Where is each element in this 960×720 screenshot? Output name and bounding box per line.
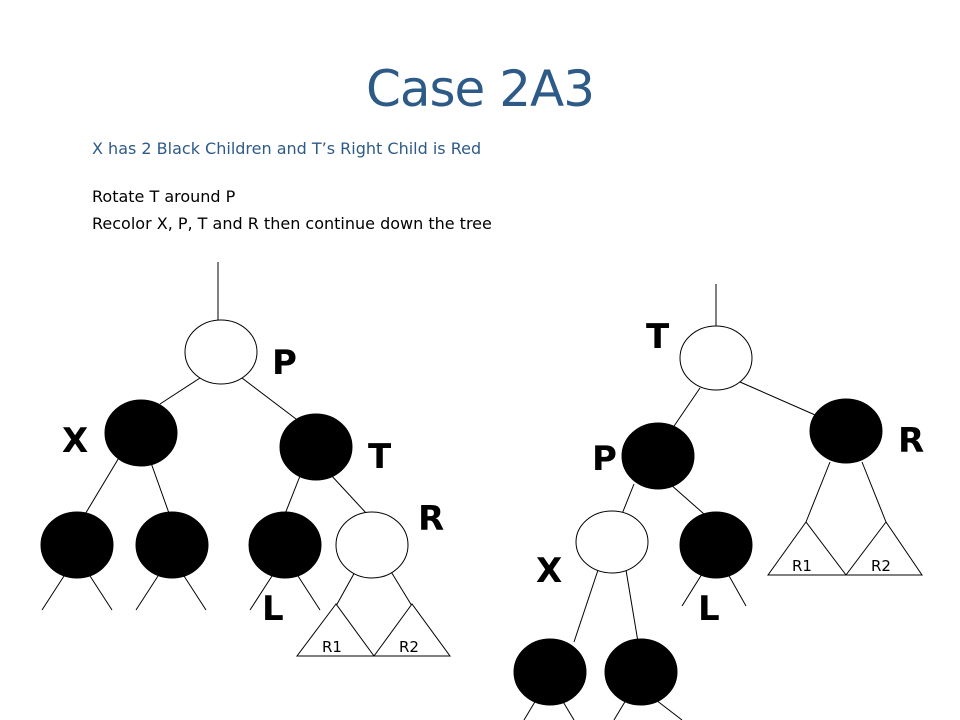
edge-p-x2 [621, 483, 635, 515]
edge-x2-left [573, 569, 599, 643]
edge-p-t [241, 377, 301, 423]
node-x2-right-child [604, 638, 678, 706]
before-tree [40, 262, 451, 657]
edge-bl1-a [523, 699, 537, 720]
label-before-l: L [262, 589, 284, 629]
step-rotate: Rotate T around P [92, 187, 236, 206]
after-tree [513, 284, 923, 720]
edge-p-l2 [669, 483, 705, 515]
label-after-x: X [536, 551, 562, 591]
edge-t-l [284, 475, 301, 515]
slide-subtitle: X has 2 Black Children and T’s Right Chi… [92, 139, 482, 158]
subtree-r1-after [767, 521, 848, 576]
node-l2 [679, 511, 753, 579]
edge-leaf2-b [183, 575, 207, 611]
node-r2 [809, 398, 883, 464]
node-r [335, 511, 409, 579]
node-x2 [575, 510, 649, 574]
node-p [184, 319, 258, 385]
edge-leaf2-a [135, 575, 159, 611]
edge-l-a [249, 575, 273, 611]
edge-r2-r2 [861, 461, 887, 523]
label-after-r1: R1 [792, 557, 812, 575]
node-p2 [621, 422, 695, 490]
subtree-r1 [296, 603, 375, 657]
node-l [248, 511, 322, 579]
node-x2-left-child [513, 638, 587, 706]
edge-l-b [297, 575, 321, 611]
edge-p-x [159, 377, 201, 405]
edge-r2-r1 [805, 461, 831, 523]
label-after-r2: R2 [871, 557, 891, 575]
edge-t-r [329, 473, 368, 515]
edge-x-right [149, 459, 171, 517]
subtree-r2 [373, 603, 451, 657]
edge-leaf1-b [89, 575, 113, 611]
label-after-t: T [646, 317, 670, 357]
node-t2 [679, 325, 753, 391]
edge-r-r1 [335, 569, 357, 607]
edge-x-left [83, 455, 121, 517]
steps-list: Rotate T around P Recolor X, P, T and R … [92, 183, 492, 237]
edge-bl1-b [561, 699, 575, 720]
edge-t-r [739, 381, 823, 419]
edge-t-p [669, 387, 701, 433]
edge-r-r2 [389, 569, 413, 607]
edge-l2-a [681, 573, 703, 607]
edge-bl2-a [613, 699, 627, 720]
edge-x2-right [625, 569, 639, 643]
node-x [104, 399, 178, 467]
label-after-l: L [698, 589, 720, 629]
label-before-r2: R2 [399, 638, 419, 656]
edge-bl2-b [655, 699, 683, 720]
label-before-x: X [62, 421, 88, 461]
label-after-r: R [898, 421, 924, 461]
node-x-right-child [135, 511, 209, 579]
label-before-p: P [272, 343, 297, 383]
node-x-left-child [40, 511, 114, 579]
edge-leaf1-a [41, 575, 65, 611]
node-t [279, 413, 353, 481]
edge-l2-b [727, 573, 747, 607]
label-before-t: T [368, 437, 392, 477]
label-after-p: P [592, 439, 617, 479]
slide-title: Case 2A3 [365, 60, 595, 118]
step-recolor: Recolor X, P, T and R then continue down… [92, 214, 492, 233]
subtree-r2-after [844, 521, 923, 576]
label-before-r: R [418, 499, 444, 539]
label-before-r1: R1 [322, 638, 342, 656]
